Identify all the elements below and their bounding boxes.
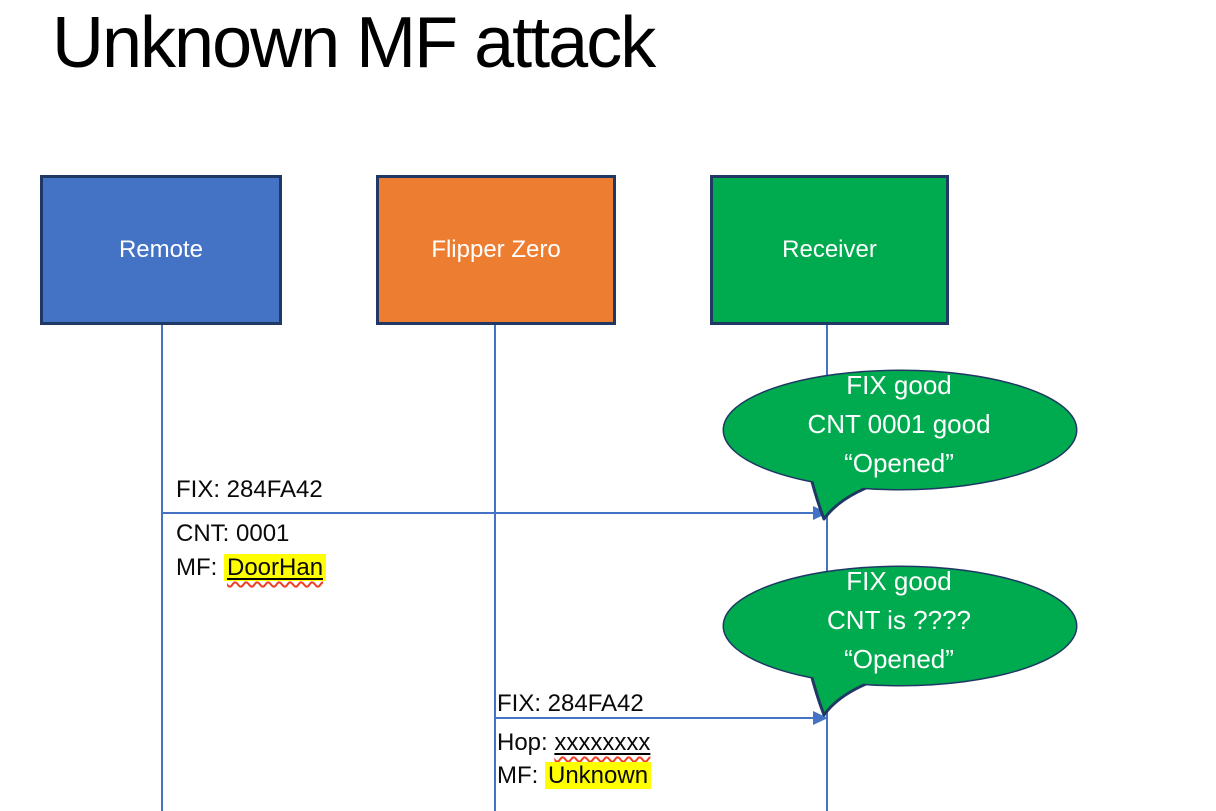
actor-label-receiver: Receiver <box>782 236 877 263</box>
message-2-hop-prefix: Hop: <box>497 729 555 756</box>
lifeline-receiver <box>826 325 828 811</box>
message-1-fix-label: FIX: 284FA42 <box>176 476 323 503</box>
message-2-arrow-line <box>494 717 814 719</box>
callout-1-line-3: “Opened” <box>844 448 954 478</box>
callout-2-ellipse-fill <box>724 567 1076 685</box>
callout-1-line-1: FIX good <box>846 370 952 400</box>
callout-1-line-2: CNT 0001 good <box>807 409 991 439</box>
callout-bubble-1 <box>722 369 1078 521</box>
actor-box-receiver: Receiver <box>710 175 949 325</box>
lifeline-remote <box>161 325 163 811</box>
message-1-mf-value: DoorHan <box>227 554 324 581</box>
callout-1-ellipse-fill <box>724 371 1076 489</box>
message-1-mf-highlight: DoorHan <box>224 554 327 581</box>
message-1-arrow-line <box>161 512 814 514</box>
message-2-mf-label: MF: Unknown <box>497 762 652 790</box>
message-1-cnt-label: CNT: 0001 <box>176 520 290 547</box>
message-2-mf-prefix: MF: <box>497 762 545 789</box>
message-2-mf-highlight: Unknown <box>545 762 652 789</box>
actor-box-flipper-zero: Flipper Zero <box>376 175 616 325</box>
message-2-hop-value: xxxxxxxx <box>554 729 651 756</box>
callout-bubble-2 <box>722 565 1078 717</box>
slide-title: Unknown MF attack <box>52 3 656 83</box>
callout-2-line-1: FIX good <box>846 566 952 596</box>
message-2-fix-label: FIX: 284FA42 <box>497 690 644 717</box>
message-2-hop-label: Hop: xxxxxxxx <box>497 729 650 757</box>
actor-box-remote: Remote <box>40 175 282 325</box>
actor-label-remote: Remote <box>118 236 204 263</box>
message-1-mf-prefix: MF: <box>176 554 224 581</box>
callout-1-text: FIX good CNT 0001 good “Opened” <box>718 366 1080 483</box>
callout-2-text: FIX good CNT is ???? “Opened” <box>718 562 1080 679</box>
callout-2-line-3: “Opened” <box>844 644 954 674</box>
lifeline-flipper <box>494 325 496 811</box>
actor-label-flipper-zero: Flipper Zero <box>431 236 561 263</box>
callout-2-line-2: CNT is ???? <box>826 605 972 635</box>
message-1-mf-label: MF: DoorHan <box>176 554 327 582</box>
